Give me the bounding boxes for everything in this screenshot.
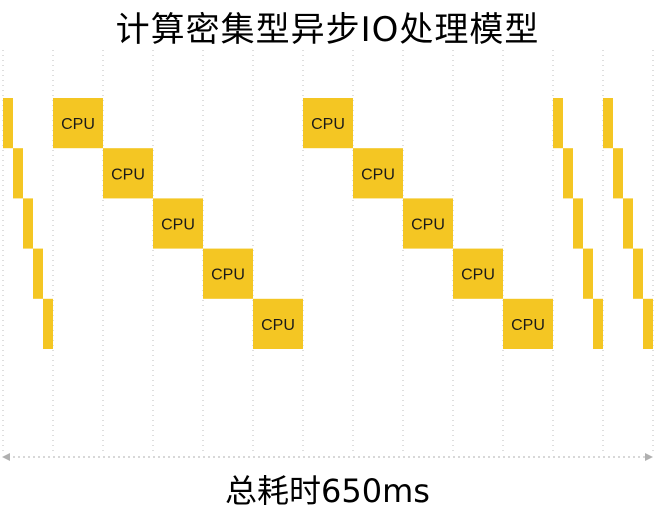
cpu-block-rect	[203, 248, 253, 299]
axis-arrow-right	[645, 453, 653, 461]
cpu-block: CPU	[53, 98, 103, 149]
cpu-block-rect	[503, 298, 553, 349]
io-staircase	[603, 98, 653, 349]
time-axis	[2, 453, 653, 461]
io-step	[603, 98, 613, 149]
cpu-block: CPU	[253, 298, 303, 349]
cpu-block-rect	[253, 298, 303, 349]
io-step	[563, 148, 573, 199]
diagram-title: 计算密集型异步IO处理模型	[115, 10, 540, 50]
cpu-block: CPU	[403, 198, 453, 249]
cpu-block-rect	[103, 148, 153, 199]
cpu-block-rect	[53, 98, 103, 149]
cpu-block: CPU	[503, 298, 553, 349]
io-step	[3, 98, 13, 149]
cpu-block-label: CPU	[61, 116, 95, 133]
cpu-block-label: CPU	[411, 217, 445, 234]
io-step	[13, 148, 23, 199]
io-step	[33, 248, 43, 299]
cpu-block: CPU	[303, 98, 353, 149]
cpu-block-rect	[403, 198, 453, 249]
io-step	[23, 198, 33, 249]
cpu-block: CPU	[103, 148, 153, 199]
cpu-block-label: CPU	[361, 166, 395, 183]
io-step	[573, 198, 583, 249]
cpu-block: CPU	[453, 248, 503, 299]
io-step	[613, 148, 623, 199]
cpu-block-label: CPU	[161, 217, 195, 234]
cpu-block: CPU	[153, 198, 203, 249]
io-step	[553, 98, 563, 149]
io-step	[593, 298, 603, 349]
io-step	[623, 198, 633, 249]
io-staircase	[3, 98, 53, 349]
io-step	[583, 248, 593, 299]
io-step	[633, 248, 643, 299]
cpu-block-rect	[353, 148, 403, 199]
cpu-block: CPU	[203, 248, 253, 299]
cpu-blocks: CPU CPU CPU CPU CPU CPU CPU CPU CPU CPU	[53, 98, 553, 349]
total-time-label: 总耗时650ms	[225, 472, 430, 510]
cpu-block-label: CPU	[211, 267, 245, 284]
axis-arrow-left	[2, 453, 10, 461]
cpu-block-label: CPU	[261, 317, 295, 334]
io-step	[43, 298, 53, 349]
io-staircases	[3, 98, 653, 349]
cpu-block-rect	[303, 98, 353, 149]
cpu-block: CPU	[353, 148, 403, 199]
cpu-block-rect	[453, 248, 503, 299]
io-staircase	[553, 98, 603, 349]
io-step	[643, 298, 653, 349]
cpu-block-label: CPU	[111, 166, 145, 183]
cpu-block-rect	[153, 198, 203, 249]
cpu-block-label: CPU	[311, 116, 345, 133]
cpu-block-label: CPU	[511, 317, 545, 334]
cpu-block-label: CPU	[461, 267, 495, 284]
